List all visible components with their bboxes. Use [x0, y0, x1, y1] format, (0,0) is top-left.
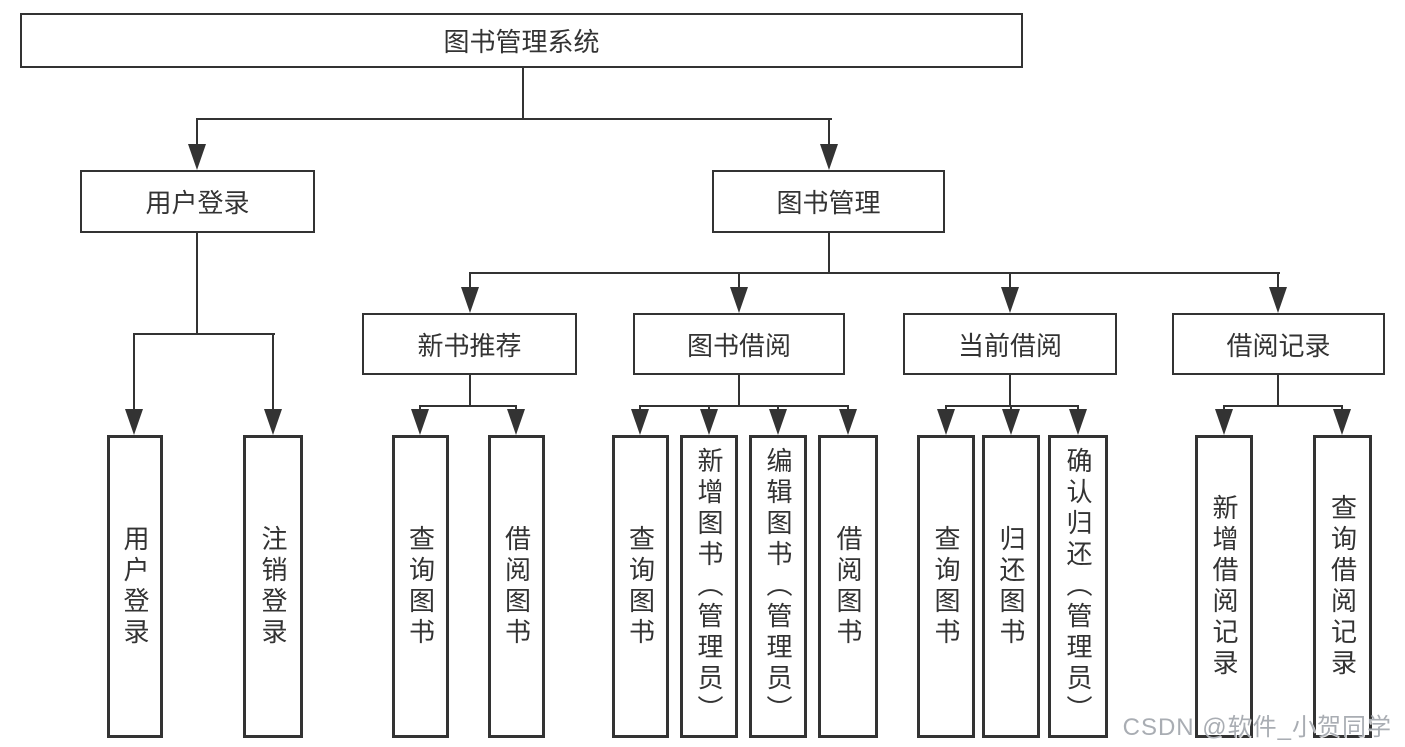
arrow-down-icon-c3 [769, 409, 787, 435]
arrow-down-icon-logout [264, 409, 282, 435]
leaf-borrow-books-label: 借阅图书 [833, 524, 863, 649]
leaf-borrow-books: 借阅图书 [818, 435, 878, 738]
arrow-down-icon-d2 [1002, 409, 1020, 435]
connector-newrec-stem [469, 272, 471, 292]
node-book-management-label: 图书管理 [776, 188, 881, 218]
node-book-management: 图书管理 [712, 170, 945, 233]
leaf-logout: 注销登录 [243, 435, 303, 738]
connector-root-stub [522, 68, 524, 120]
leaf-newrec-query-books: 查询图书 [392, 435, 449, 738]
connector-current-children-hline [945, 405, 1079, 407]
connector-borrow-stem [738, 272, 740, 292]
leaf-edit-books-admin: 编辑图书（管理员） [749, 435, 807, 738]
connector-newrec-down [469, 375, 471, 407]
arrow-down-icon-e2 [1333, 409, 1351, 435]
node-root-label: 图书管理系统 [443, 27, 600, 57]
arrow-down-icon-newrec [461, 287, 479, 313]
leaf-newrec-query-books-label: 查询图书 [405, 524, 436, 649]
arrow-down-icon-records [1269, 287, 1287, 313]
arrow-down-icon-userlogin [188, 144, 206, 170]
node-borrow-records-label: 借阅记录 [1226, 330, 1331, 361]
connector-userlogin-stem [196, 118, 198, 148]
connector-login-stem [133, 333, 135, 415]
leaf-current-query-books-label: 查询图书 [931, 524, 961, 649]
arrow-down-icon-current [1001, 287, 1019, 313]
leaf-add-books-admin-label: 新增图书（管理员） [694, 447, 724, 726]
node-user-login-label: 用户登录 [145, 188, 250, 218]
node-root: 图书管理系统 [20, 13, 1023, 68]
leaf-borrow-query-books-label: 查询图书 [625, 524, 656, 649]
leaf-confirm-return-admin-label: 确认归还（管理员） [1063, 447, 1093, 726]
arrow-down-icon-c2 [700, 409, 718, 435]
leaf-return-books: 归还图书 [982, 435, 1040, 738]
connector-records-children-hline [1223, 405, 1343, 407]
arrow-down-icon-bookmgmt [820, 144, 838, 170]
connector-records-down [1277, 375, 1279, 407]
node-current-borrowing-label: 当前借阅 [957, 330, 1062, 361]
arrow-down-icon-c1 [631, 409, 649, 435]
connector-current-down [1009, 375, 1011, 407]
arrow-down-icon-e1 [1215, 409, 1233, 435]
connector-borrow-children-hline [639, 405, 849, 407]
leaf-confirm-return-admin: 确认归还（管理员） [1048, 435, 1108, 738]
connector-logout-stem [272, 333, 274, 415]
leaf-edit-books-admin-label: 编辑图书（管理员） [763, 447, 793, 726]
leaf-add-borrow-record-label: 新增借阅记录 [1209, 493, 1239, 680]
connector-level2-hline [196, 118, 832, 120]
node-new-book-recommend-label: 新书推荐 [417, 330, 522, 361]
leaf-logout-label: 注销登录 [258, 524, 288, 649]
leaf-borrow-query-books: 查询图书 [612, 435, 669, 738]
arrow-down-icon-b2 [507, 409, 525, 435]
leaf-query-borrow-record-label: 查询借阅记录 [1327, 493, 1358, 680]
connector-bookmgmt-down [828, 233, 830, 274]
connector-userlogin-children-hline [133, 333, 275, 335]
node-new-book-recommend: 新书推荐 [362, 313, 577, 375]
connector-bookmgmt-stem [828, 118, 830, 148]
node-book-borrowing-label: 图书借阅 [686, 330, 791, 361]
watermark: CSDN @软件_小贺同学 [1122, 714, 1392, 741]
connector-level3-hline [469, 272, 1280, 274]
leaf-query-borrow-record: 查询借阅记录 [1313, 435, 1372, 738]
connector-records-stem [1277, 272, 1279, 292]
arrow-down-icon-d3 [1069, 409, 1087, 435]
node-book-borrowing: 图书借阅 [633, 313, 845, 375]
connector-current-stem [1009, 272, 1011, 292]
leaf-newrec-borrow-books: 借阅图书 [488, 435, 545, 738]
leaf-user-login: 用户登录 [107, 435, 163, 738]
arrow-down-icon-login [125, 409, 143, 435]
connector-userlogin-down [196, 233, 198, 335]
node-user-login: 用户登录 [80, 170, 315, 233]
leaf-return-books-label: 归还图书 [996, 524, 1026, 649]
leaf-newrec-borrow-books-label: 借阅图书 [501, 524, 532, 649]
arrow-down-icon-borrow [730, 287, 748, 313]
arrow-down-icon-b1 [411, 409, 429, 435]
leaf-add-borrow-record: 新增借阅记录 [1195, 435, 1253, 738]
node-current-borrowing: 当前借阅 [903, 313, 1117, 375]
arrow-down-icon-d1 [937, 409, 955, 435]
node-borrow-records: 借阅记录 [1172, 313, 1385, 375]
connector-borrow-down [738, 375, 740, 407]
leaf-current-query-books: 查询图书 [917, 435, 975, 738]
arrow-down-icon-c4 [839, 409, 857, 435]
leaf-user-login-label: 用户登录 [120, 524, 150, 649]
connector-newrec-children-hline [419, 405, 517, 407]
leaf-add-books-admin: 新增图书（管理员） [680, 435, 738, 738]
